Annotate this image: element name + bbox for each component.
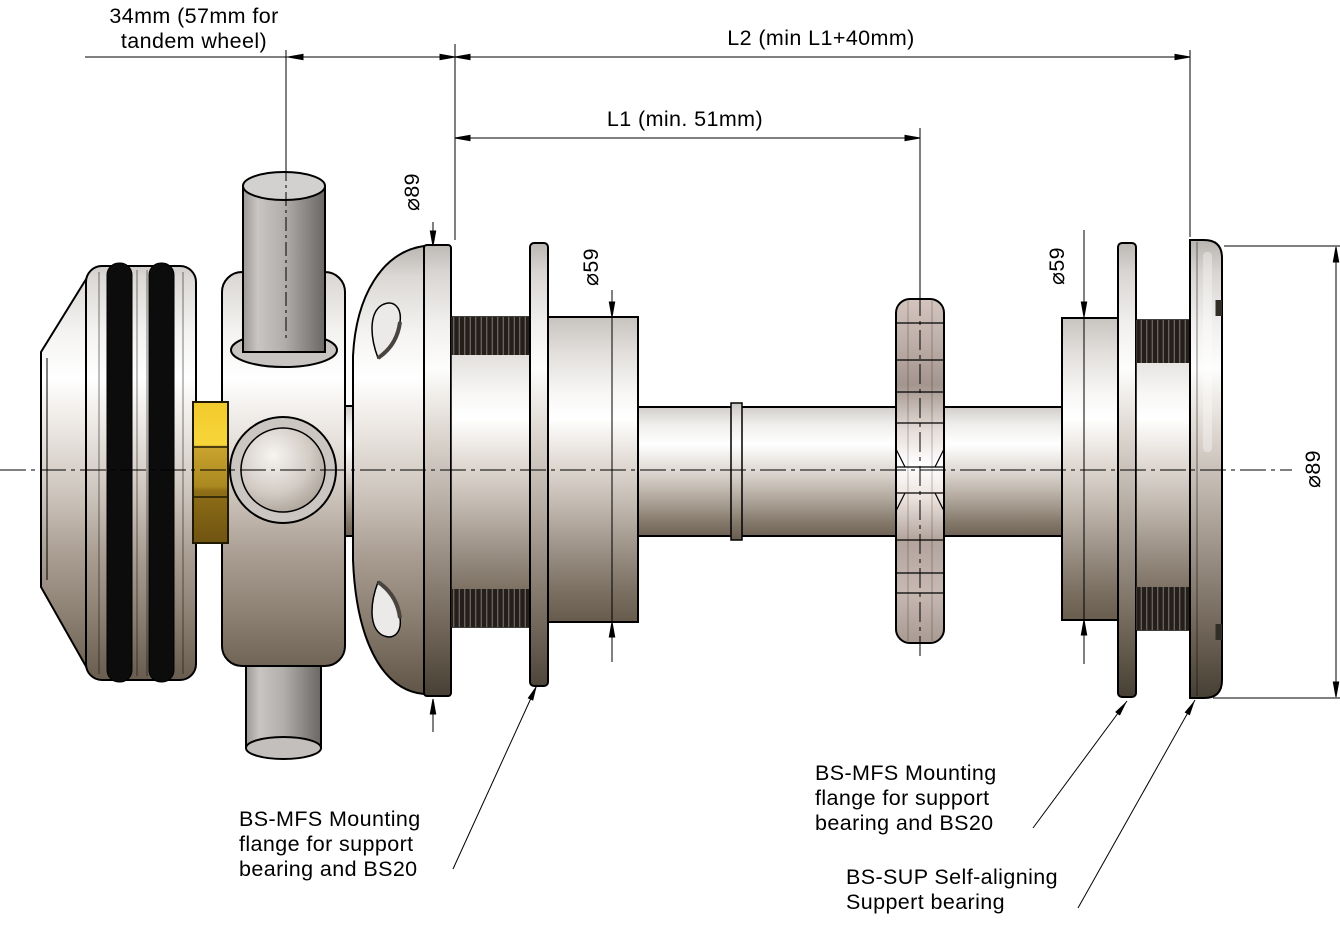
label-mounting-flange-right: BS-MFS Mounting flange for support beari… [815, 761, 997, 835]
dim-label-l2: L2 (min L1+40mm) [727, 26, 915, 50]
lower-tube-end [245, 736, 322, 760]
shaft [637, 402, 1065, 541]
dim-label-dia59-left: ⌀59 [579, 247, 603, 287]
dim-label-dia59-right: ⌀59 [1045, 246, 1069, 286]
sup-bearing-housing [1189, 239, 1223, 699]
shaft-shoulder [730, 402, 743, 541]
leader-support-bearing [1077, 699, 1196, 909]
centerlines [0, 167, 1292, 660]
mounting-flange-left [344, 244, 452, 697]
bearing-tube-right [1061, 317, 1119, 621]
label-mounting-flange-left: BS-MFS Mounting flange for support beari… [239, 807, 421, 881]
bearing-unit-left [450, 242, 639, 687]
thread-band [1136, 320, 1190, 363]
leader-flange-right [1032, 700, 1128, 829]
threaded-section-right [1135, 319, 1191, 631]
thread-band [1136, 587, 1190, 630]
wheel-hub [40, 262, 197, 683]
label-support-bearing: BS-SUP Self-aligning Suppert bearing [846, 865, 1058, 914]
nut-body [192, 401, 229, 544]
center-housing [221, 171, 346, 760]
mfs-flange-plate-left [529, 242, 549, 687]
dim-label-dia89-right: ⌀89 [1301, 449, 1325, 489]
dim-label-l1: L1 (min. 51mm) [606, 107, 764, 131]
leader-flange-left [452, 684, 538, 870]
upper-tube-top [242, 171, 326, 201]
o-ring-left [106, 262, 133, 683]
hub-cylinder [85, 265, 197, 681]
housing-screw-upper [1215, 300, 1222, 316]
dim-label-dia89-left: ⌀89 [400, 172, 424, 212]
shaft-body [637, 406, 1065, 537]
thread-band [451, 589, 531, 627]
thread-band [451, 317, 531, 355]
dim-label-hub-offset: 34mm (57mm for tandem wheel) [109, 4, 279, 53]
dimension-lines [85, 44, 1340, 909]
threaded-section-left [450, 316, 532, 628]
flange-bell [352, 244, 425, 696]
o-ring-right [148, 262, 175, 683]
bearing-unit-right [1061, 239, 1223, 699]
hub-cone [40, 272, 89, 674]
upper-tube [242, 185, 326, 353]
axle-nut [192, 401, 229, 544]
housing-screw-lower [1215, 624, 1222, 640]
